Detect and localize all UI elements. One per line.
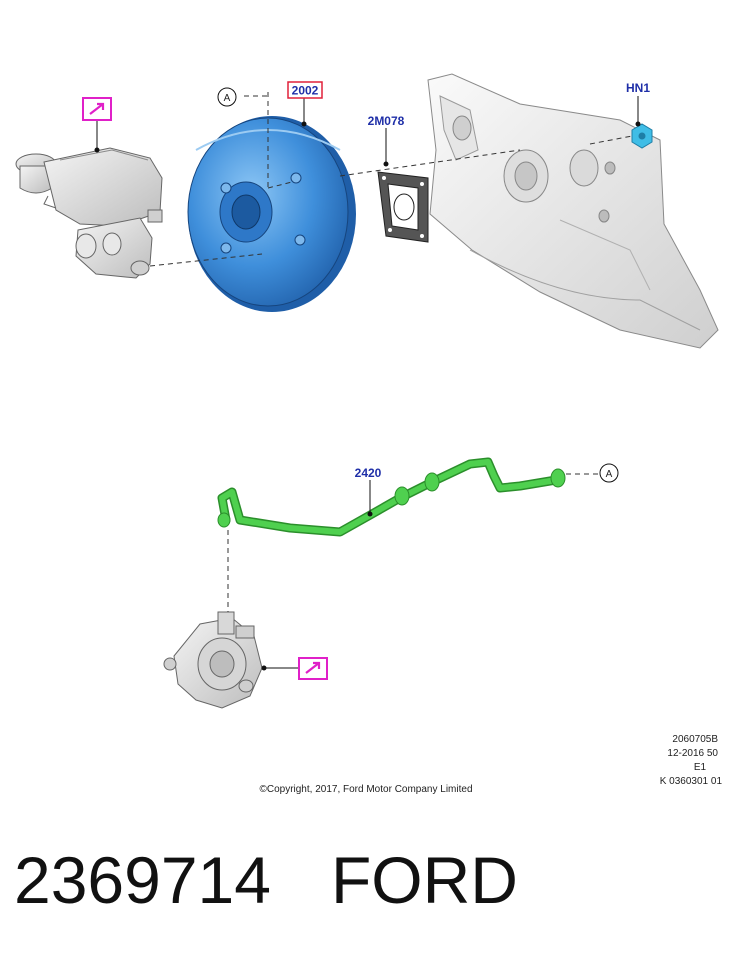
brand-name: FORD xyxy=(330,843,518,917)
callout-gasket: 2M078 xyxy=(368,114,405,128)
reference-marker-top: A xyxy=(217,87,237,107)
reference-marker-label: A xyxy=(224,93,231,104)
reference-marker-lower: A xyxy=(599,463,619,483)
drawing-reference-block: 2060705B 12-2016 50 E1 K 0360301 01 xyxy=(660,734,723,787)
dash-panel xyxy=(427,73,719,349)
drawing-id: K 0360301 01 xyxy=(660,776,723,787)
leader-lines-lower xyxy=(264,480,371,669)
reference-marker-label: A xyxy=(606,469,613,480)
vacuum-hose xyxy=(217,457,566,537)
leader-dot xyxy=(383,161,389,167)
leader-lines xyxy=(96,96,639,164)
copyright-notice: ©Copyright, 2017, Ford Motor Company Lim… xyxy=(259,784,472,795)
leader-dot xyxy=(635,121,641,127)
leader-dot xyxy=(367,511,373,517)
callout-hose: 2420 xyxy=(355,466,382,480)
callout-nut: HN1 xyxy=(626,81,650,95)
repair-kit-icon xyxy=(298,657,328,680)
master-cylinder xyxy=(15,147,163,279)
leader-dot xyxy=(261,665,267,671)
brake-booster xyxy=(187,116,356,312)
part-caption: 2369714 FORD xyxy=(14,838,518,922)
booster-callout-frame xyxy=(287,81,323,99)
leader-dot xyxy=(301,121,307,127)
leader-dot xyxy=(94,147,100,153)
drawing-code: 2060705B xyxy=(672,734,718,745)
alignment-lines xyxy=(149,92,633,267)
booster-gasket xyxy=(377,171,429,243)
vacuum-pump xyxy=(163,611,263,709)
drawing-edition: E1 xyxy=(694,762,707,773)
retaining-nut xyxy=(631,123,653,149)
alignment-lines-lower xyxy=(227,473,598,612)
part-number: 2369714 xyxy=(14,843,271,917)
exploded-parts-diagram: 2002 2M078 HN1 A 2420 xyxy=(15,73,723,795)
repair-kit-icon xyxy=(82,97,112,121)
callout-booster: 2002 xyxy=(292,84,319,98)
drawing-date: 12-2016 50 xyxy=(667,748,718,759)
